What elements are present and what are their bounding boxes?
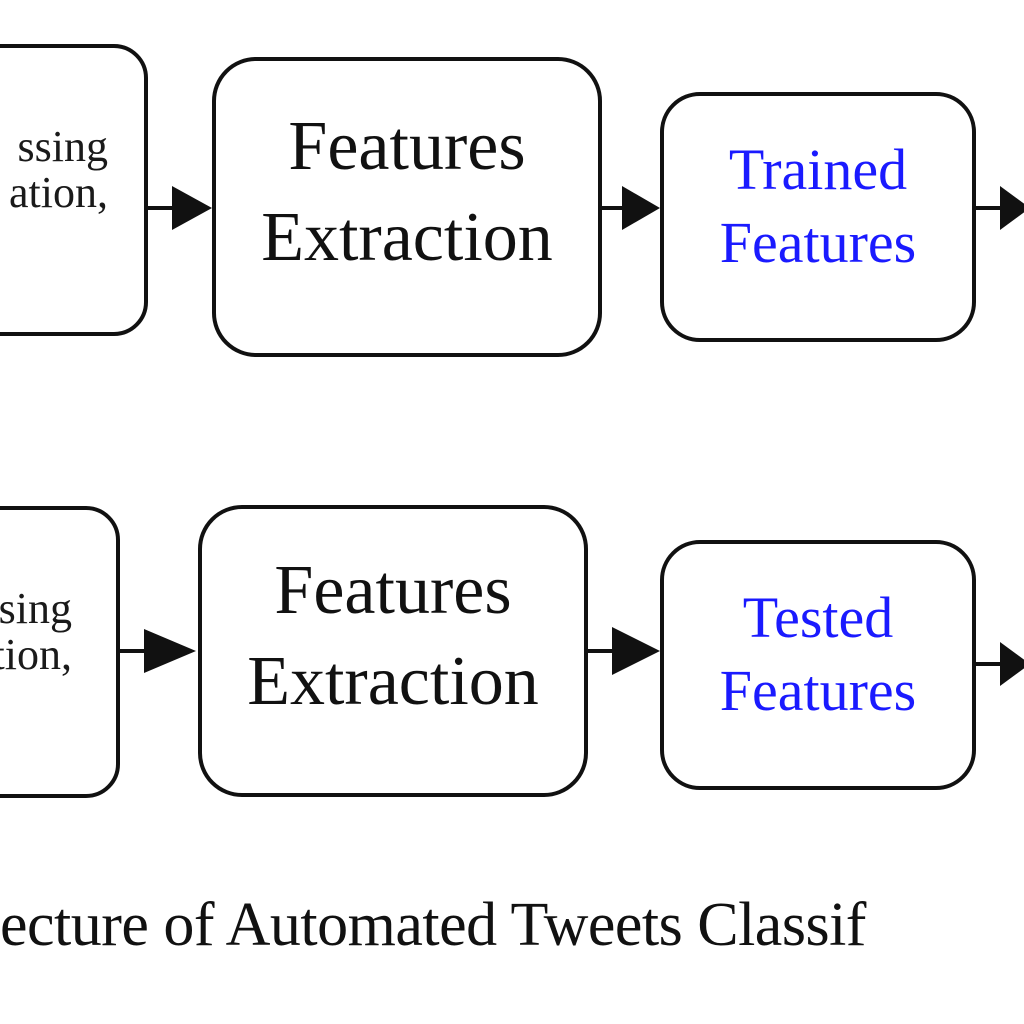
- node-line: ation,: [9, 168, 108, 217]
- node-line: Features: [288, 107, 526, 185]
- node-line: Extraction: [261, 199, 553, 276]
- tested-features-node: Tested Features: [660, 540, 976, 790]
- features-extraction-node-row2: Features Extraction: [198, 505, 588, 797]
- arrow-trained-to-next-row1: [976, 186, 1024, 230]
- node-line: Features: [719, 658, 917, 723]
- arrow-tested-to-next-row2: [976, 642, 1024, 686]
- preprocessing-node-row1: ssing ation,: [0, 44, 148, 336]
- preprocessing-node-row2: sing tion,: [0, 506, 120, 798]
- node-line: sing: [0, 583, 72, 633]
- node-line: Extraction: [247, 643, 539, 720]
- node-line: Tested: [742, 585, 894, 651]
- arrow-preprocessing-to-extraction-row2: [120, 629, 196, 673]
- figure-caption: ecture of Automated Tweets Classif: [0, 891, 866, 959]
- node-line: Trained: [728, 137, 908, 203]
- arrow-extraction-to-tested-row2: [588, 627, 660, 675]
- node-line: Features: [719, 210, 917, 275]
- trained-features-node: Trained Features: [660, 92, 976, 342]
- arrow-preprocessing-to-extraction-row1: [148, 186, 212, 230]
- node-line: ssing: [17, 121, 108, 171]
- node-line: tion,: [0, 630, 72, 679]
- features-extraction-node-row1: Features Extraction: [212, 57, 602, 357]
- arrow-extraction-to-trained-row1: [602, 186, 660, 230]
- node-line: Features: [274, 551, 512, 629]
